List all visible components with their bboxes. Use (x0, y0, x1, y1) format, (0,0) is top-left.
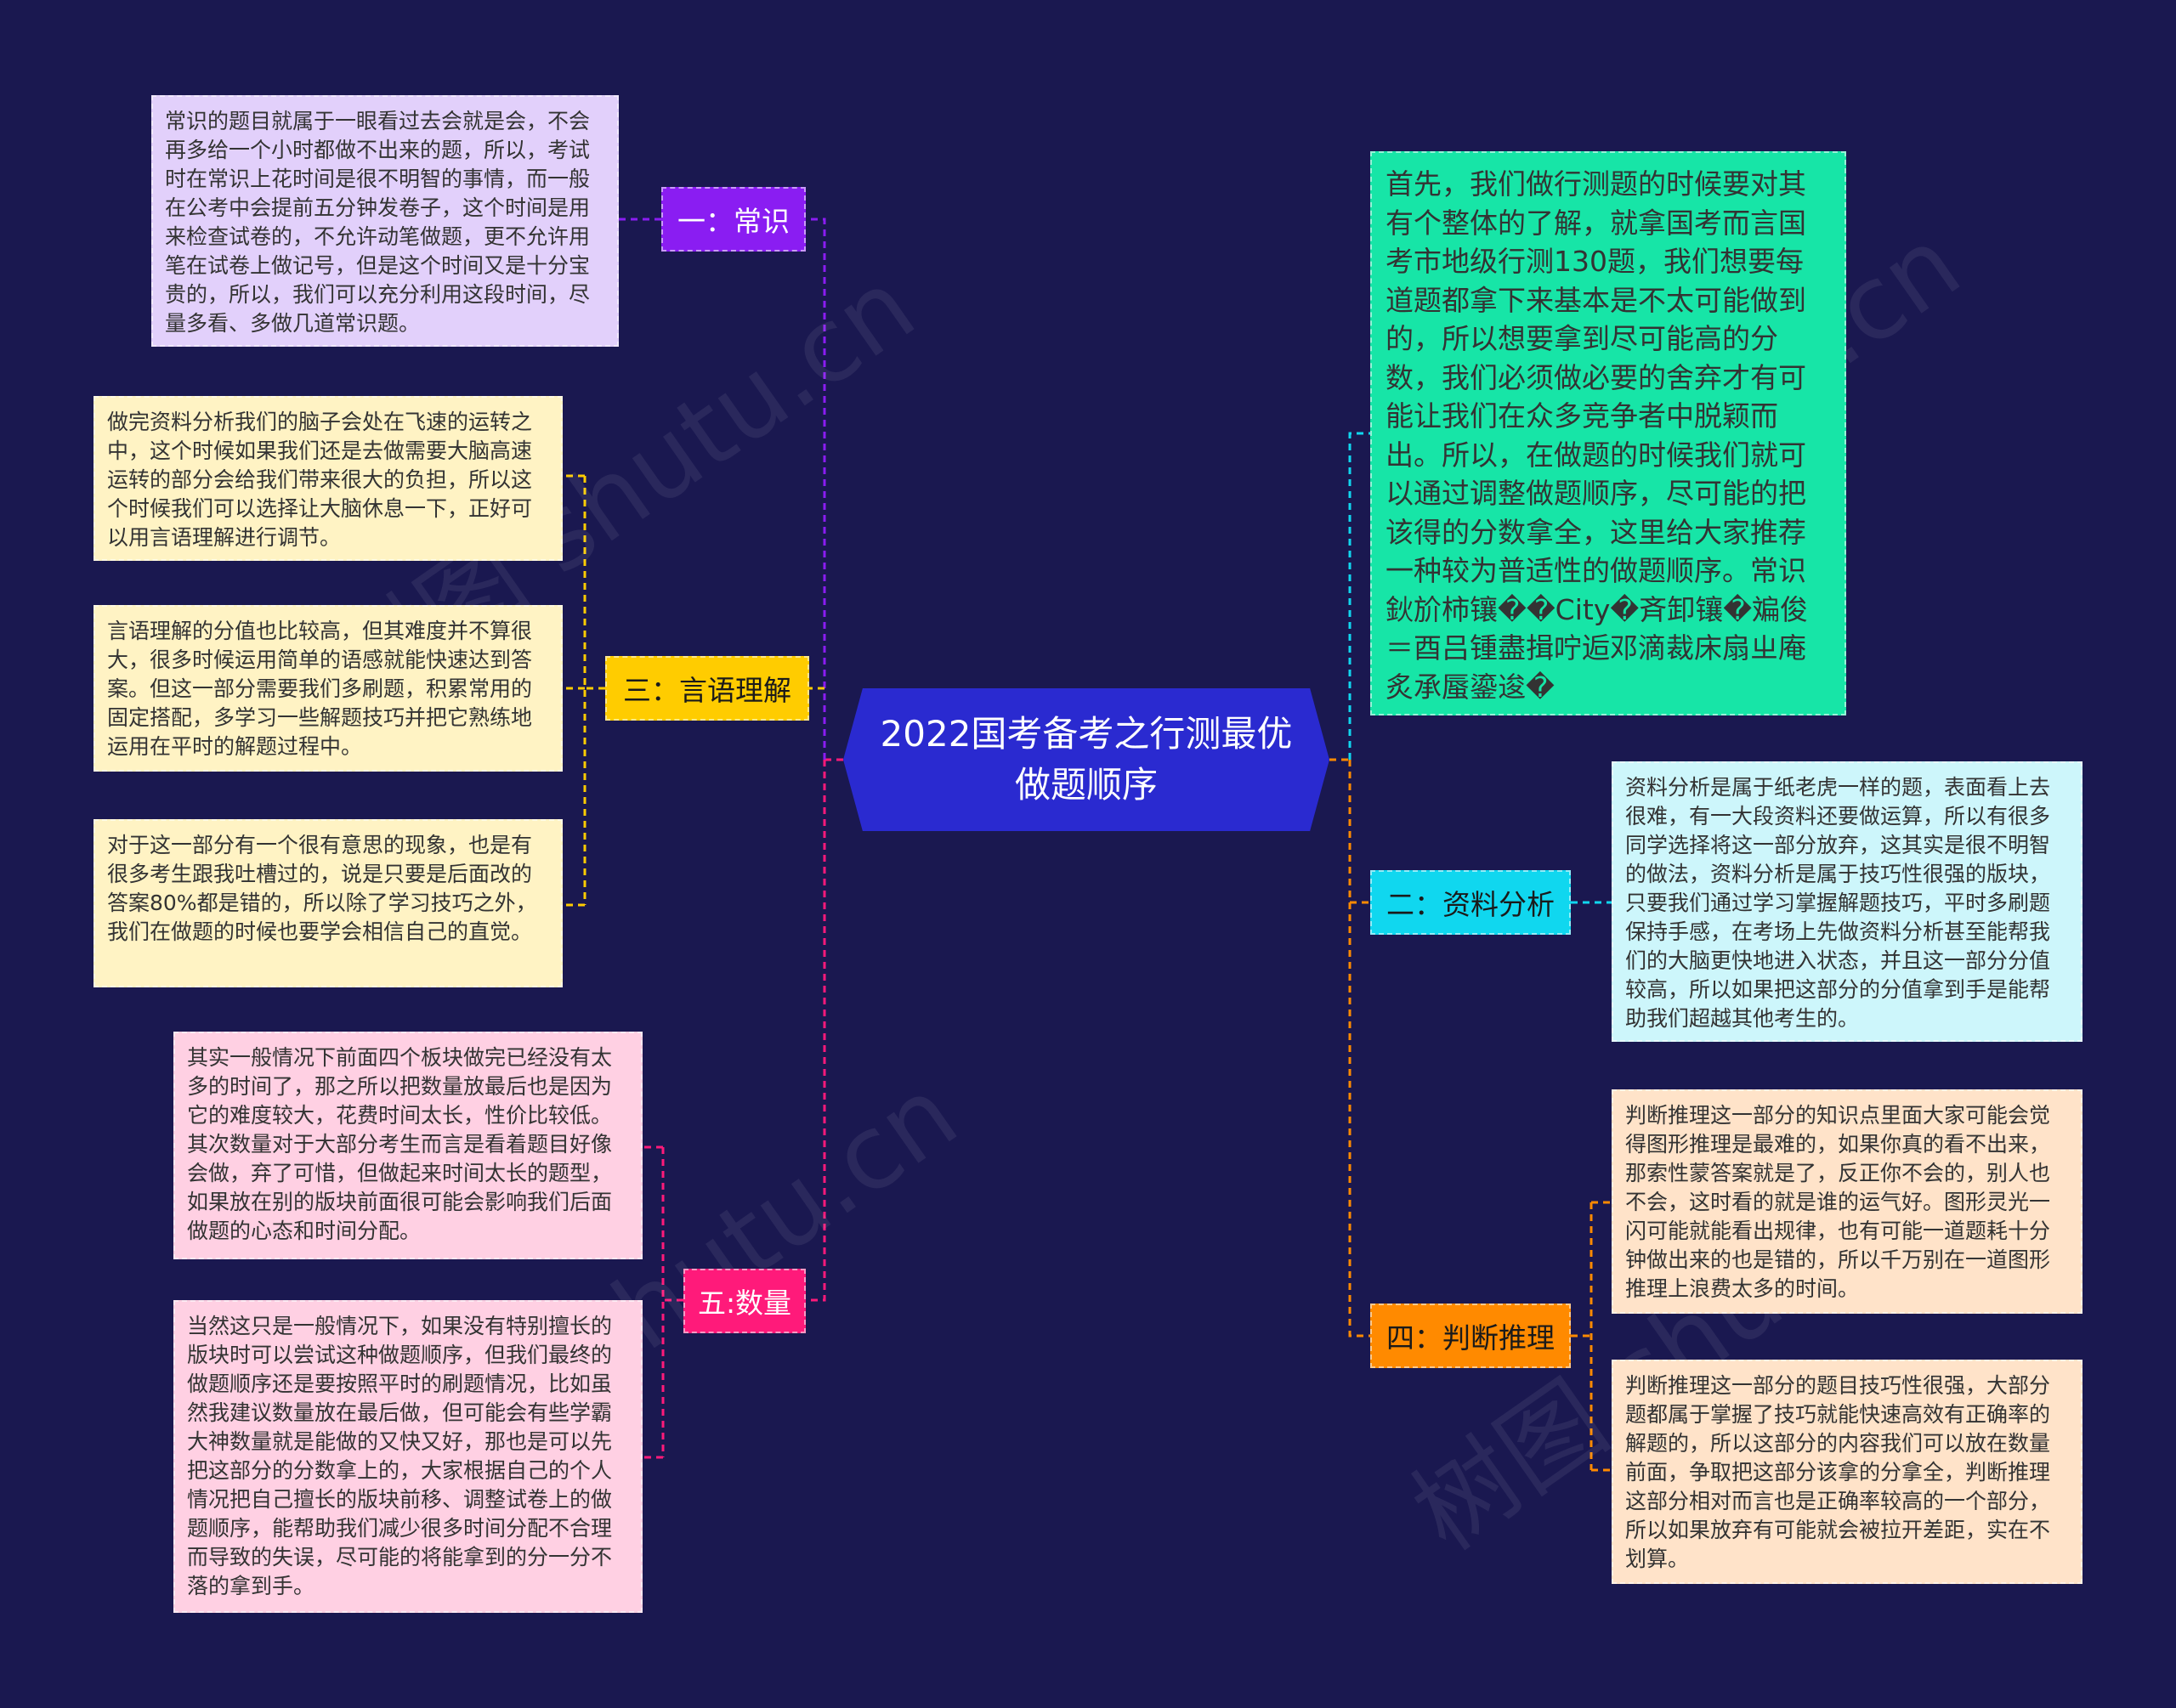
note-judgment-1: 判断推理这一部分的知识点里面大家可能会觉得图形推理是最难的，如果你真的看不出来，… (1612, 1089, 2082, 1314)
note-verbal-1: 做完资料分析我们的脑子会处在飞速的运转之中，这个时候如果我们还是去做需要大脑高速… (94, 396, 563, 561)
note-text: 资料分析是属于纸老虎一样的题，表面看上去很难，有一大段资料还要做运算，所以有很多… (1625, 775, 2051, 1031)
note-quantity-2: 当然这只是一般情况下，如果没有特别擅长的版块时可以尝试这种做题顺序，但我们最终的… (173, 1300, 643, 1613)
topic-judgment-reasoning[interactable]: 四：判断推理 (1370, 1304, 1571, 1368)
note-text: 其实一般情况下前面四个板块做完已经没有太多的时间了，那之所以把数量放最后也是因为… (187, 1045, 613, 1243)
central-topic-title: 2022国考备考之行测最优做题顺序 (880, 713, 1293, 806)
topic-label: 四：判断推理 (1386, 1321, 1555, 1355)
topic-common-sense[interactable]: 一：常识 (661, 187, 806, 252)
note-text: 判断推理这一部分的题目技巧性很强，大部分题都属于掌握了技巧就能快速高效有正确率的… (1625, 1373, 2051, 1571)
topic-data-analysis[interactable]: 二：资料分析 (1370, 870, 1571, 935)
note-text: 言语理解的分值也比较高，但其难度并不算很大，很多时候运用简单的语感就能快速达到答… (107, 619, 533, 759)
topic-label: 三：言语理解 (623, 674, 791, 707)
topic-label: 五:数量 (697, 1287, 792, 1320)
note-text: 当然这只是一般情况下，如果没有特别擅长的版块时可以尝试这种做题顺序，但我们最终的… (187, 1314, 613, 1598)
note-verbal-3: 对于这一部分有一个很有意思的现象，也是有很多考生跟我吐槽过的，说是只要是后面改的… (94, 819, 563, 987)
topic-label: 二：资料分析 (1386, 888, 1555, 921)
note-intro: 首先，我们做行测题的时候要对其有个整体的了解，就拿国考而言国考市地级行测130题… (1370, 151, 1846, 715)
topic-quantity[interactable]: 五:数量 (683, 1269, 806, 1333)
topic-verbal-comprehension[interactable]: 三：言语理解 (605, 656, 809, 721)
note-judgment-2: 判断推理这一部分的题目技巧性很强，大部分题都属于掌握了技巧就能快速高效有正确率的… (1612, 1360, 2082, 1584)
note-verbal-2: 言语理解的分值也比较高，但其难度并不算很大，很多时候运用简单的语感就能快速达到答… (94, 605, 563, 772)
note-text: 判断推理这一部分的知识点里面大家可能会觉得图形推理是最难的，如果你真的看不出来，… (1625, 1103, 2051, 1301)
note-text: 常识的题目就属于一眼看过去会就是会，不会再多给一个小时都做不出来的题，所以，考试… (165, 109, 591, 336)
note-quantity-1: 其实一般情况下前面四个板块做完已经没有太多的时间了，那之所以把数量放最后也是因为… (173, 1032, 643, 1259)
note-text: 对于这一部分有一个很有意思的现象，也是有很多考生跟我吐槽过的，说是只要是后面改的… (107, 833, 537, 944)
topic-label: 一：常识 (677, 205, 790, 238)
central-topic[interactable]: 2022国考备考之行测最优做题顺序 (843, 688, 1329, 831)
note-data-analysis: 资料分析是属于纸老虎一样的题，表面看上去很难，有一大段资料还要做运算，所以有很多… (1612, 761, 2082, 1042)
note-text: 做完资料分析我们的脑子会处在飞速的运转之中，这个时候如果我们还是去做需要大脑高速… (107, 410, 533, 550)
note-text: 首先，我们做行测题的时候要对其有个整体的了解，就拿国考而言国考市地级行测130题… (1386, 167, 1809, 704)
note-common-sense: 常识的题目就属于一眼看过去会就是会，不会再多给一个小时都做不出来的题，所以，考试… (151, 95, 619, 347)
